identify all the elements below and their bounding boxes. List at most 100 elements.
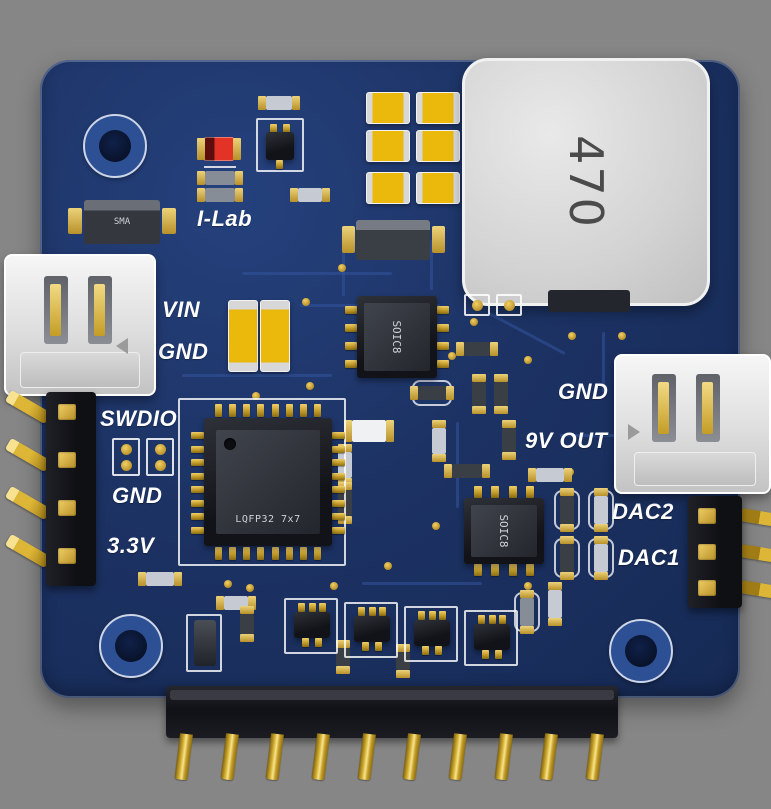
inductor-marking: 470	[559, 135, 613, 229]
chip-passive	[197, 171, 243, 185]
chip-passive	[456, 342, 498, 356]
yellow-capacitor	[366, 130, 410, 162]
header-pin	[494, 733, 513, 781]
mounting-hole	[609, 619, 673, 683]
mcu-pin	[191, 513, 204, 521]
soic-pin	[491, 564, 500, 576]
hole-bore	[99, 130, 131, 162]
header-pin	[174, 733, 193, 781]
sot-pin	[428, 611, 436, 620]
silkscreen-label-9vout: 9V OUT	[525, 428, 608, 453]
sot-pin	[308, 603, 316, 612]
sot23-regulator	[414, 620, 450, 646]
chip-passive	[548, 582, 562, 626]
header-pad	[698, 580, 716, 596]
chip-passive	[396, 644, 410, 678]
soic8-bottom-face	[471, 505, 537, 557]
chip-passive	[290, 188, 330, 202]
mcu-pin	[332, 486, 345, 494]
soic-pin	[437, 360, 449, 368]
sot-pin	[435, 646, 442, 655]
header-top-face	[170, 690, 614, 700]
chip-passive	[336, 640, 350, 674]
silkscreen-outline	[464, 610, 518, 666]
hole-bore	[115, 630, 147, 662]
solder-pad-group	[112, 438, 140, 476]
solder-pad-group	[146, 438, 174, 476]
soic-pins-left	[345, 306, 357, 368]
sot-pin	[418, 611, 425, 620]
mcu-pins-top	[215, 404, 321, 417]
header-pin	[738, 544, 771, 564]
solder-pad	[471, 299, 483, 311]
sot-pin	[375, 642, 382, 651]
mcu-pin	[271, 404, 279, 417]
soic-pin	[437, 324, 449, 332]
chip-passive	[258, 96, 300, 110]
header-pin	[585, 733, 604, 781]
mcu-pin	[215, 404, 222, 417]
sot-pin	[276, 160, 283, 169]
silkscreen-label-dac1: DAC1	[618, 545, 680, 570]
chip-passive	[502, 420, 516, 460]
mcu-pins-left	[191, 432, 204, 534]
chip-passive	[344, 420, 394, 442]
polarity-arrow	[628, 424, 640, 440]
mcu-pin	[229, 404, 237, 417]
connector-pin	[94, 284, 105, 336]
sot-pin	[368, 607, 376, 616]
yellow-capacitor	[416, 172, 460, 204]
soic-pin	[508, 564, 517, 576]
sot-pins	[418, 611, 446, 620]
inductor-terminal	[548, 290, 630, 312]
via-pad	[470, 318, 478, 326]
mcu-pin	[191, 526, 204, 534]
header-pin	[357, 733, 376, 781]
sot-pins	[482, 650, 502, 659]
mounting-hole	[83, 114, 147, 178]
header-pad	[58, 500, 76, 516]
header-pin	[539, 733, 559, 781]
connector-pin	[50, 284, 61, 336]
soic-pin	[437, 342, 449, 350]
header-pad	[698, 544, 716, 560]
soic-pin	[437, 306, 449, 314]
copper-trace	[242, 272, 392, 275]
soic-pin	[525, 564, 534, 576]
silkscreen-outline	[178, 398, 346, 566]
via-pad	[448, 352, 456, 360]
mcu-pin	[191, 459, 204, 467]
soic-pins-top	[474, 486, 534, 498]
sot-pin	[358, 607, 365, 616]
via-pad	[246, 584, 254, 592]
yellow-capacitor	[416, 92, 460, 124]
soic-pins-bottom	[474, 564, 534, 576]
solder-pad	[162, 208, 176, 234]
sot-pin	[270, 124, 277, 133]
sot-pins	[302, 638, 322, 647]
connector-latch	[634, 452, 756, 486]
sot-pins	[478, 615, 506, 624]
sot-pins	[362, 642, 382, 651]
header-pin	[220, 733, 239, 781]
mounting-hole	[99, 614, 163, 678]
header-pin	[448, 733, 467, 781]
sot-pin	[283, 124, 290, 133]
mcu-pin	[285, 404, 293, 417]
silkscreen-outline	[256, 118, 304, 172]
chip-passive	[410, 380, 454, 406]
solder-pad	[503, 299, 515, 311]
soic-pin	[474, 486, 482, 498]
sot-pin	[488, 615, 496, 624]
chip-passive	[554, 488, 580, 532]
soic-pin	[474, 564, 482, 576]
mcu-pin	[271, 547, 279, 560]
sot-pins	[298, 603, 326, 612]
solder-pad	[154, 459, 166, 471]
copper-trace	[430, 240, 433, 290]
mcu-pins-right	[332, 432, 345, 534]
copper-trace	[182, 374, 332, 377]
soic-pin	[345, 342, 357, 350]
mcu-pin	[191, 499, 204, 507]
